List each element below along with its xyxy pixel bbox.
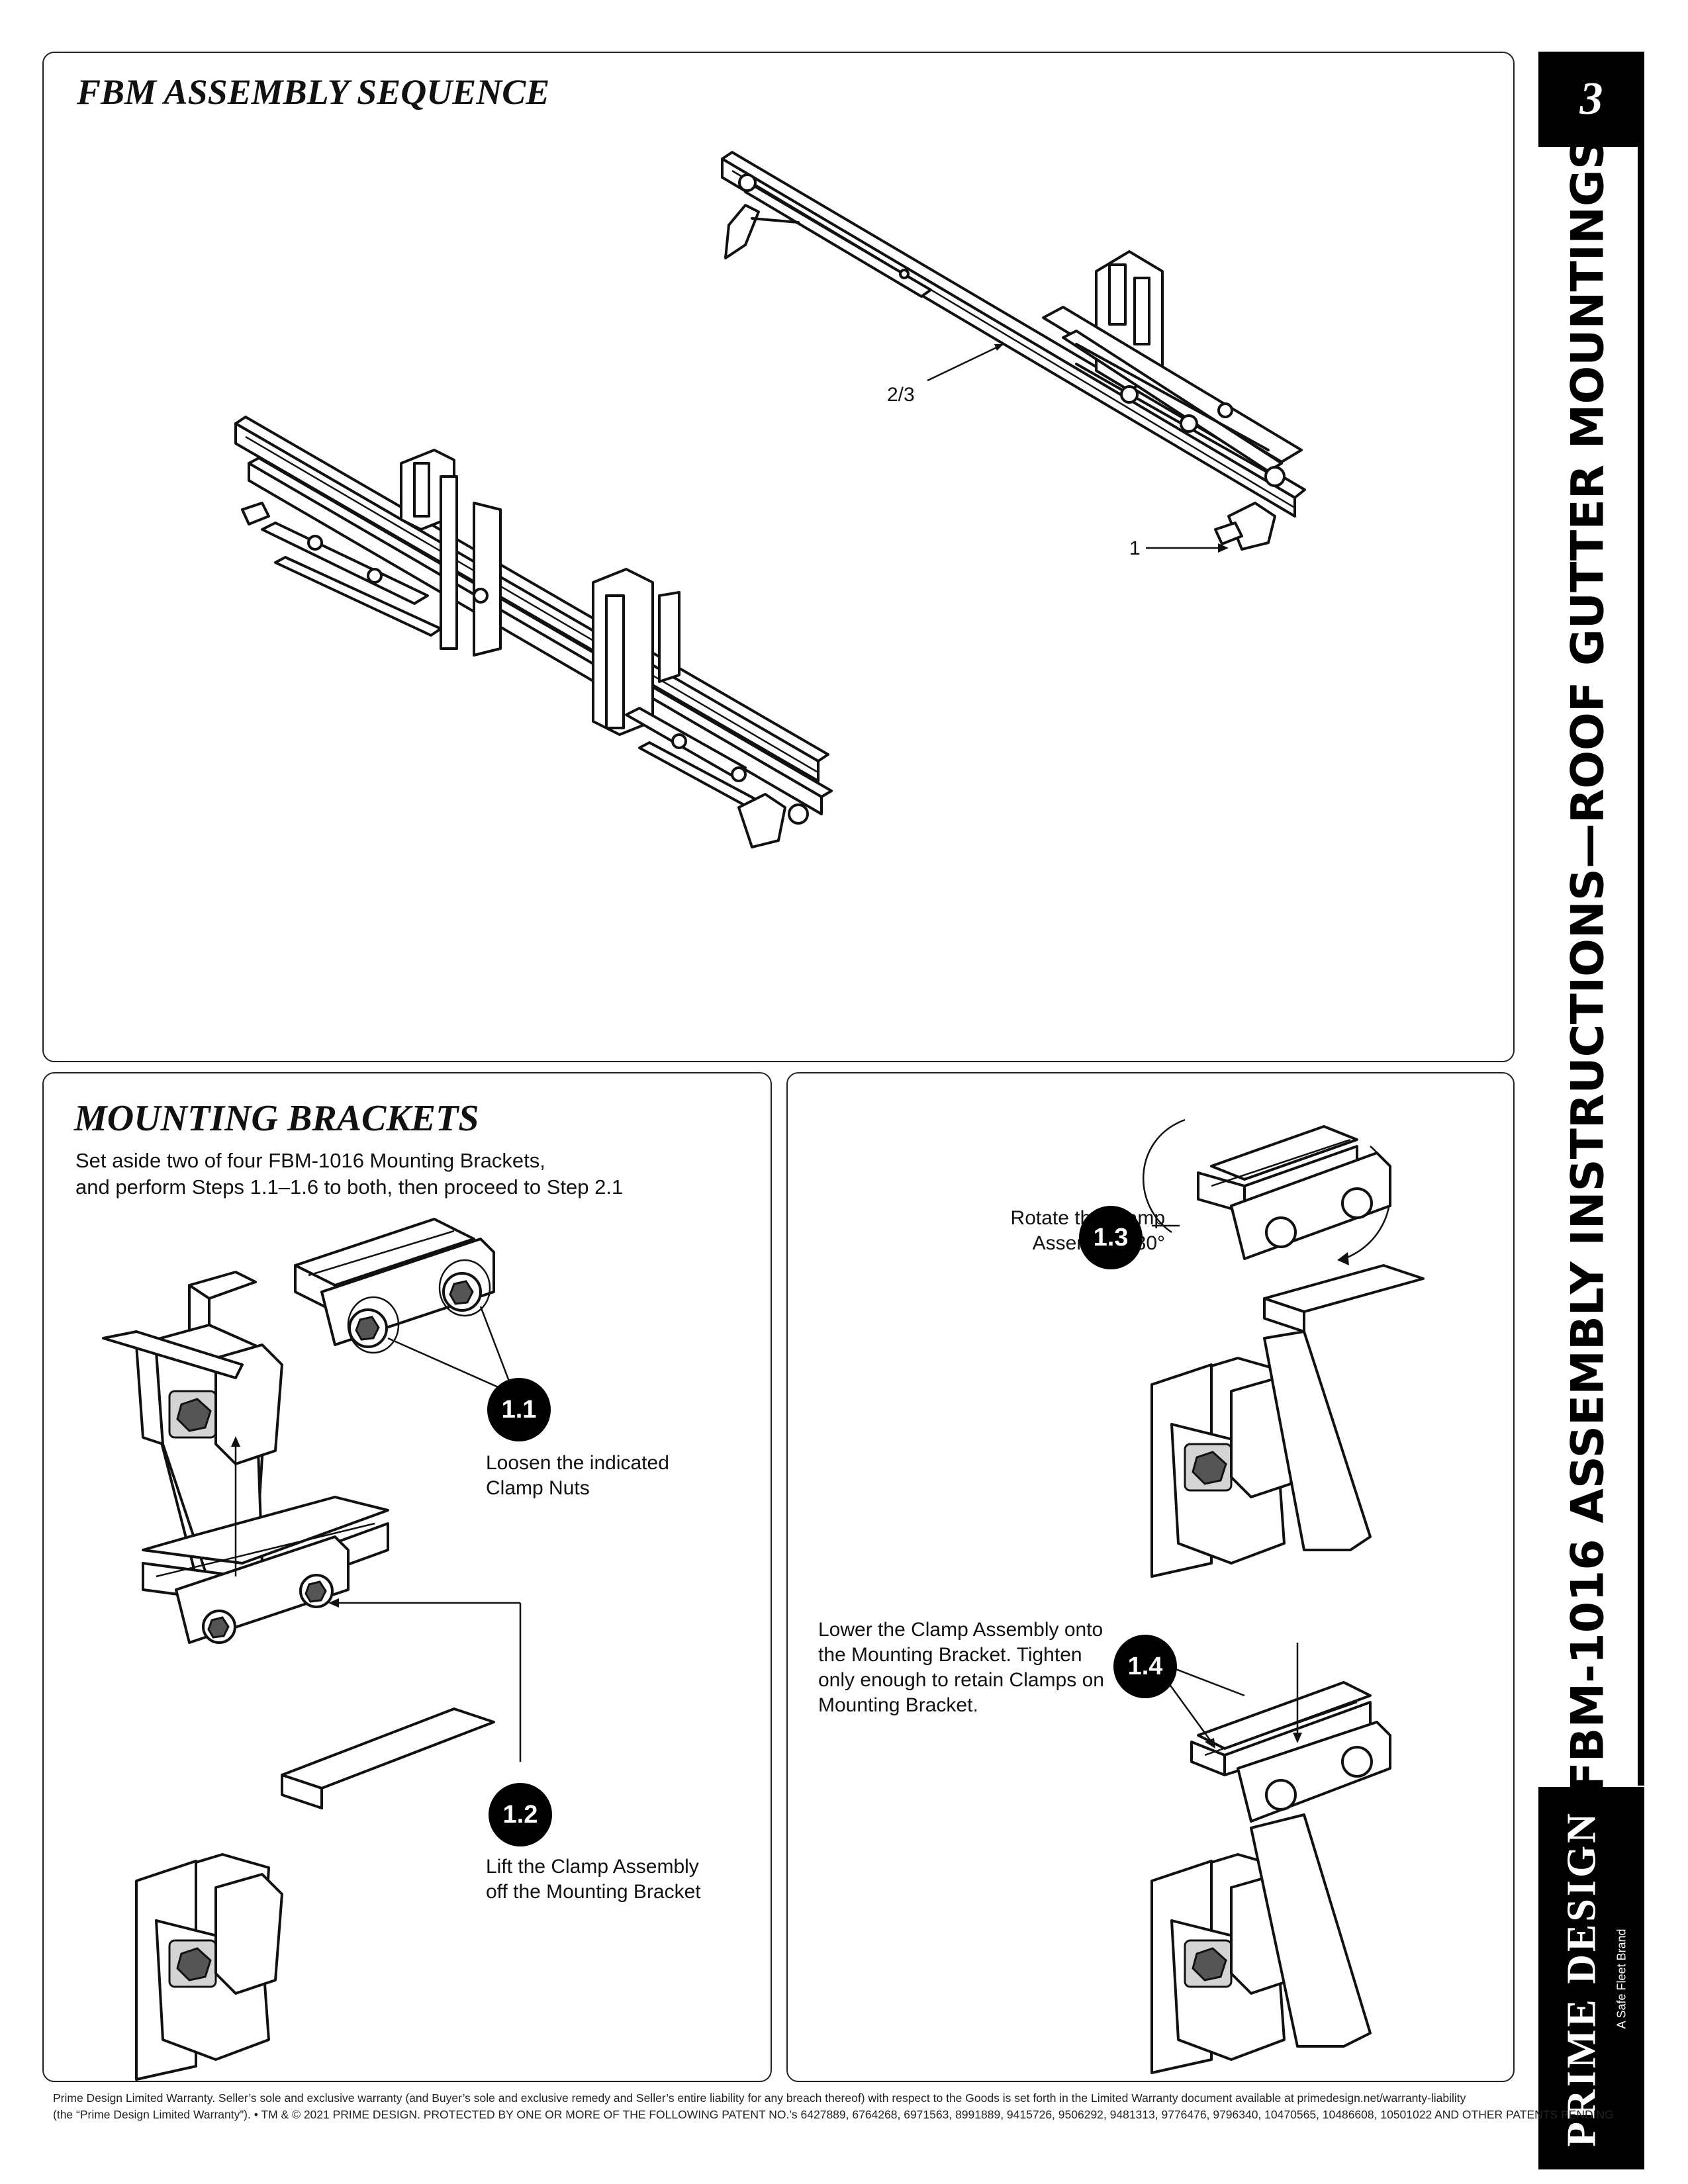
intro-line-2: and perform Steps 1.1–1.6 to both, then … (75, 1175, 624, 1199)
footer-line-1: Prime Design Limited Warranty. Seller’s … (53, 2091, 1466, 2105)
sidebar: 3 FBM-1016 ASSEMBLY INSTRUCTIONS—ROOF GU… (1538, 52, 1644, 2169)
step-1-2-badge: 1.2 (489, 1783, 552, 1846)
assembly-sequence-panel: FBM ASSEMBLY SEQUENCE (42, 52, 1515, 1062)
assembly-sequence-title: FBM ASSEMBLY SEQUENCE (77, 72, 550, 112)
step-1-4-line-2: the Mounting Bracket. Tighten (818, 1644, 1082, 1666)
sidebar-title-container: FBM-1016 ASSEMBLY INSTRUCTIONS—ROOF GUTT… (1538, 137, 1638, 1793)
document-title: FBM-1016 ASSEMBLY INSTRUCTIONS—ROOF GUTT… (1562, 137, 1615, 1793)
rail-callout-label: 2/3 (887, 384, 915, 406)
brand-block: PRIME DESIGN A Safe Fleet Brand (1538, 1787, 1644, 2169)
step-1-4-line-3: only enough to retain Clamps on (818, 1669, 1104, 1691)
step-1-4-bracket (1150, 1681, 1391, 2074)
mounting-brackets-panel: MOUNTING BRACKETS Set aside two of four … (42, 1072, 772, 2082)
clamp-steps-panel: Rotate the Clamp Assembly 180° 1.3 Lower… (786, 1072, 1515, 2082)
step-1-1-badge: 1.1 (487, 1378, 551, 1441)
step-1-4-text: Lower the Clamp Assembly onto the Mounti… (818, 1617, 1104, 1718)
intro-line-1: Set aside two of four FBM-1016 Mounting … (75, 1149, 545, 1172)
brackets-drawing (102, 1218, 522, 2081)
rail-callout-leader (927, 343, 1004, 382)
step-1-1-line-1: Loosen the indicated (486, 1452, 669, 1474)
footer-legal: Prime Design Limited Warranty. Seller’s … (53, 2090, 1614, 2123)
clamp-steps-drawing (1142, 1118, 1425, 2074)
sidebar-rail (1638, 147, 1644, 1786)
step-1-4-badge: 1.4 (1113, 1635, 1177, 1698)
step-1-4-line-1: Lower the Clamp Assembly onto (818, 1619, 1103, 1641)
lower-rail-assembly (234, 416, 833, 848)
step-1-4-line-4: Mounting Bracket. (818, 1694, 978, 1716)
bracket-callout-label: 1 (1129, 537, 1141, 559)
mounting-brackets-intro: Set aside two of four FBM-1016 Mounting … (75, 1148, 623, 1201)
brand-tagline: A Safe Fleet Brand (1615, 1929, 1628, 2029)
step-1-1-text: Loosen the indicated Clamp Nuts (486, 1451, 669, 1501)
step-1-2-bracket (135, 1496, 495, 2081)
step-1-2-text: Lift the Clamp Assembly off the Mounting… (486, 1854, 701, 1905)
step-1-2-line-2: off the Mounting Bracket (486, 1881, 701, 1903)
brand-logo: PRIME DESIGN (1559, 1811, 1605, 2147)
step-1-1-line-2: Clamp Nuts (486, 1477, 590, 1499)
upper-rail-assembly (721, 151, 1306, 551)
fbm-assembly-drawing (234, 151, 1306, 848)
step-1-3-badge: 1.3 (1079, 1206, 1143, 1269)
footer-line-2: (the “Prime Design Limited Warranty”). •… (53, 2108, 1614, 2121)
step-1-2-line-1: Lift the Clamp Assembly (486, 1856, 699, 1878)
step-1-3-bracket (1142, 1118, 1425, 1578)
mounting-brackets-title: MOUNTING BRACKETS (74, 1098, 479, 1139)
page-number: 3 (1538, 52, 1644, 147)
